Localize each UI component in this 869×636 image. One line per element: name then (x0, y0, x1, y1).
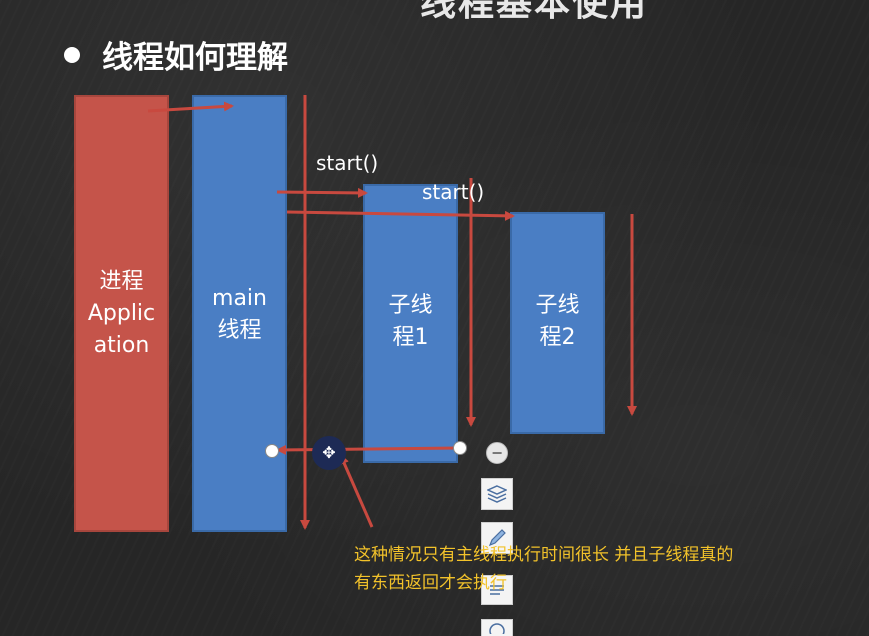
annotation-note-line2: 有东西返回才会执行 (354, 573, 507, 593)
main-thread-box: main 线程 (192, 95, 287, 532)
start-label-1: start() (316, 151, 379, 175)
selection-handle-left[interactable] (265, 444, 279, 458)
arrow-start-child1 (276, 187, 368, 198)
text-icon[interactable] (481, 575, 513, 605)
shape-icon[interactable] (481, 619, 513, 636)
main-thread-line1: main (212, 286, 267, 311)
selection-handle-right[interactable] (453, 441, 467, 455)
minus-icon[interactable]: − (486, 442, 508, 464)
slide-top-title: 线程基本使用 (420, 0, 649, 24)
arrow-start-child2 (286, 210, 515, 221)
layers-icon[interactable] (481, 478, 513, 510)
main-thread-line2: 线程 (217, 318, 262, 343)
child-thread-2-box: 子线 程2 (510, 212, 605, 434)
arrow-process-to-main (147, 101, 234, 113)
heading-text: 线程如何理解 (102, 40, 288, 76)
annotation-note: 这种情况只有主线程执行时间很长 并且子线程真的 有东西返回才会执行 (354, 541, 834, 597)
child-thread-2-line1: 子线 (535, 293, 580, 318)
start-label-2: start() (422, 180, 485, 204)
slide-heading: 线程如何理解 (64, 32, 288, 77)
cursor-move-icon: ✥ (312, 436, 346, 470)
pen-icon[interactable] (481, 522, 513, 554)
process-box-line1: 进程 (99, 268, 144, 294)
arrow-child1-return (276, 444, 460, 455)
arrow-pointer-to-note (339, 454, 374, 528)
bullet-icon (64, 46, 80, 63)
child-thread-1-box: 子线 程1 (363, 184, 458, 463)
process-box: 进程 Applic ation (74, 95, 169, 532)
child-thread-1-line1: 子线 (388, 293, 433, 318)
annotation-note-line1: 这种情况只有主线程执行时间很长 并且子线程真的 (354, 545, 734, 565)
child-thread-2-line2: 程2 (539, 325, 576, 350)
process-box-line3: ation (93, 332, 150, 358)
process-box-line2: Applic (87, 300, 156, 326)
child-thread-1-line2: 程1 (392, 325, 429, 350)
